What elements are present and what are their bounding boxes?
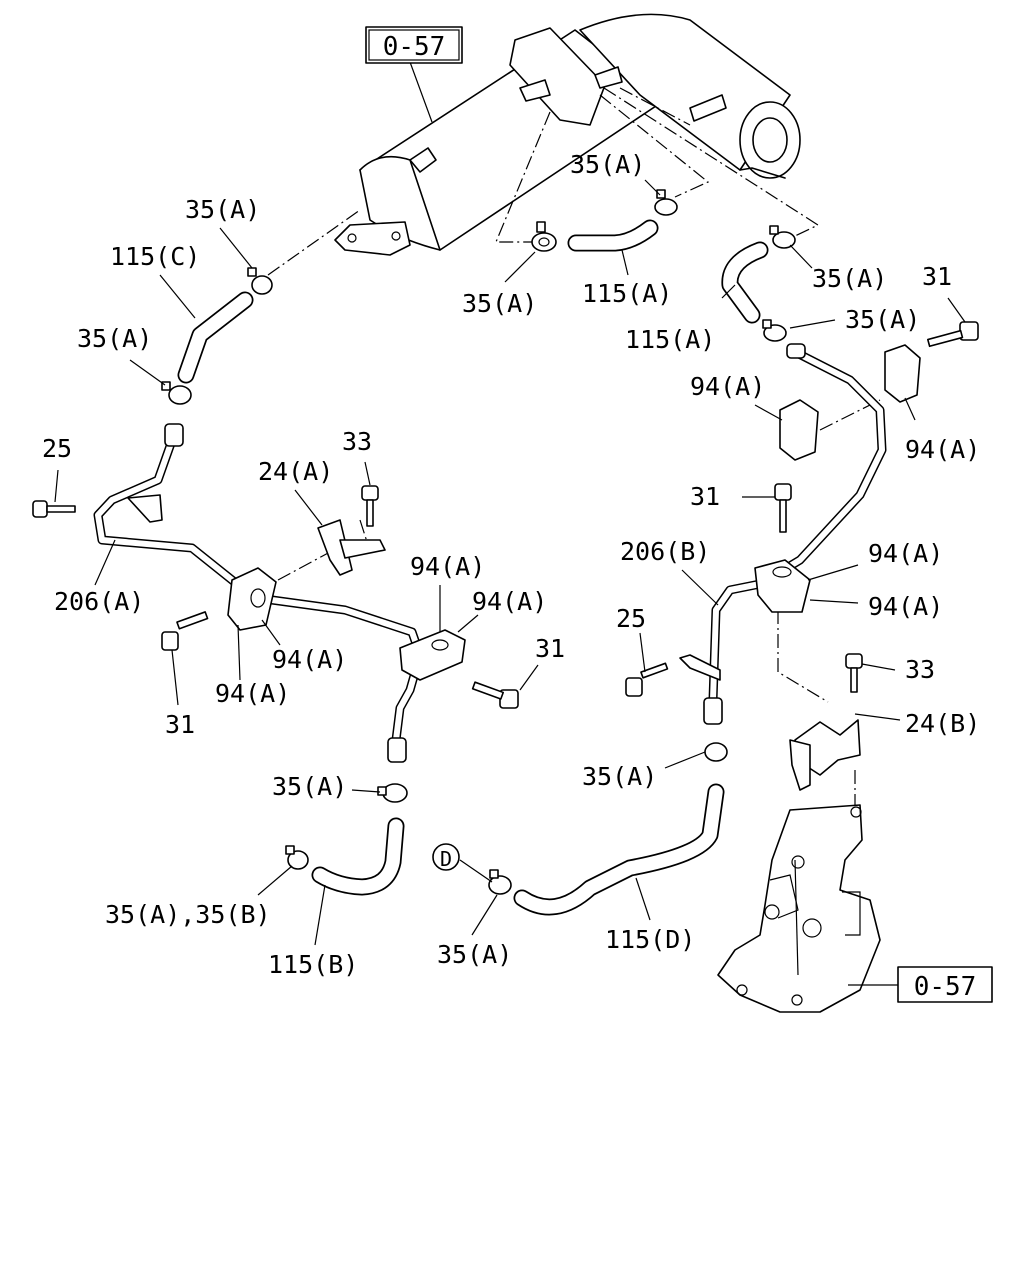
label-115c: 115(C) bbox=[110, 242, 200, 271]
label-24b: 24(B) bbox=[905, 709, 980, 738]
ref-label: 0-57 bbox=[914, 972, 977, 1002]
ref-circle-d[interactable]: D bbox=[432, 843, 460, 871]
label-35a: 35(A) bbox=[462, 289, 537, 318]
label-35a: 35(A) bbox=[845, 305, 920, 334]
label-35a: 35(A) bbox=[570, 150, 645, 179]
bolt-31 bbox=[471, 681, 519, 709]
ref-label: 0-57 bbox=[383, 32, 446, 62]
clamp-35a bbox=[531, 221, 557, 252]
label-94a: 94(A) bbox=[690, 372, 765, 401]
label-115b: 115(B) bbox=[268, 950, 358, 979]
bracket-left-pipe bbox=[127, 494, 163, 523]
clamp-35ab bbox=[285, 845, 309, 870]
label-94a: 94(A) bbox=[472, 587, 547, 616]
label-33: 33 bbox=[905, 655, 935, 684]
grommet-94a bbox=[779, 399, 819, 461]
clamp-35a bbox=[654, 189, 678, 216]
grommet-94a bbox=[227, 567, 277, 631]
hose-115b bbox=[311, 817, 405, 896]
callout-leaders bbox=[54, 61, 966, 986]
label-31: 31 bbox=[535, 634, 565, 663]
label-31: 31 bbox=[690, 482, 720, 511]
clamp-35a bbox=[247, 267, 273, 295]
pipe-end bbox=[164, 423, 184, 447]
leader-lines bbox=[267, 87, 881, 805]
ref-circle-label: D bbox=[440, 847, 452, 871]
label-33: 33 bbox=[342, 427, 372, 456]
clamp-35a bbox=[762, 319, 787, 342]
bracket-24a bbox=[317, 519, 386, 576]
grommet-94a bbox=[399, 629, 466, 681]
label-115d: 115(D) bbox=[605, 925, 695, 954]
label-35a: 35(A) bbox=[582, 762, 657, 791]
bolt-31 bbox=[927, 321, 979, 348]
hose-115c bbox=[177, 291, 254, 384]
grommet-94a bbox=[884, 344, 921, 403]
bolt-25 bbox=[625, 662, 669, 697]
label-25: 25 bbox=[616, 604, 646, 633]
egr-cooler bbox=[334, 13, 801, 256]
label-206b: 206(B) bbox=[620, 537, 710, 566]
label-25: 25 bbox=[42, 434, 72, 463]
label-35a-35b: 35(A),35(B) bbox=[105, 900, 271, 929]
clamp-35a bbox=[769, 225, 796, 249]
pipe-end bbox=[703, 697, 723, 725]
pipe-end bbox=[786, 343, 806, 359]
hose-115d bbox=[513, 783, 725, 916]
bolt-33 bbox=[845, 653, 863, 693]
ref-box-top[interactable]: 0-57 bbox=[365, 26, 463, 64]
label-206a: 206(A) bbox=[54, 587, 144, 616]
label-94a: 94(A) bbox=[905, 435, 980, 464]
bolt-31 bbox=[774, 483, 792, 533]
bracket-right-pipe bbox=[679, 654, 721, 681]
clamp-35a bbox=[377, 783, 408, 803]
hose-115a-right bbox=[721, 241, 769, 324]
label-115a: 115(A) bbox=[625, 325, 715, 354]
bolt-31 bbox=[161, 611, 209, 651]
pipe-end bbox=[387, 737, 407, 763]
label-35a: 35(A) bbox=[272, 772, 347, 801]
bolt-33 bbox=[361, 485, 379, 527]
label-94a: 94(A) bbox=[272, 645, 347, 674]
label-94a: 94(A) bbox=[215, 679, 290, 708]
label-35a: 35(A) bbox=[812, 264, 887, 293]
clamp-35a bbox=[704, 742, 728, 762]
label-24a: 24(A) bbox=[258, 457, 333, 486]
label-31: 31 bbox=[165, 710, 195, 739]
clamp-35a bbox=[161, 381, 192, 405]
hose-115a-mid bbox=[567, 219, 659, 252]
grommet-94a bbox=[754, 559, 811, 613]
label-35a: 35(A) bbox=[77, 324, 152, 353]
pipe-206b bbox=[708, 347, 887, 705]
label-115a: 115(A) bbox=[582, 279, 672, 308]
label-31: 31 bbox=[922, 262, 952, 291]
ref-box-bottom[interactable]: 0-57 bbox=[897, 966, 993, 1003]
bracket-24b bbox=[789, 719, 861, 791]
callout-labels: 35(A) 35(A) 115(C) 35(A) 35(A) 115(A) 35… bbox=[42, 150, 980, 979]
clamp-35a bbox=[488, 869, 512, 895]
thermostat-housing bbox=[717, 804, 881, 1013]
label-94a: 94(A) bbox=[868, 592, 943, 621]
bolt-25 bbox=[32, 500, 76, 518]
label-94a: 94(A) bbox=[410, 552, 485, 581]
label-94a: 94(A) bbox=[868, 539, 943, 568]
label-35a: 35(A) bbox=[185, 195, 260, 224]
label-35a: 35(A) bbox=[437, 940, 512, 969]
